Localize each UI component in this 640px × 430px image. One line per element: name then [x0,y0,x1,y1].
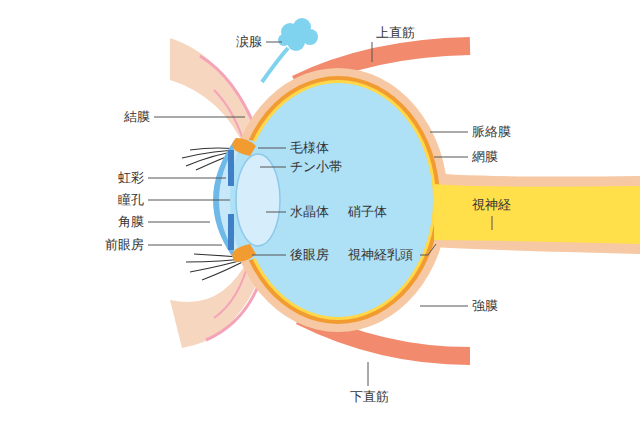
nerve-sheath [420,172,640,254]
part-label: 結膜 [124,109,150,125]
part-label: 視神経 [472,197,511,213]
optic-nerve [434,184,640,244]
part-label: 虹彩 [118,170,144,186]
part-label: 瞳孔 [118,192,144,208]
part-label: 後眼房 [290,247,329,263]
part-label: 下直筋 [350,389,389,405]
part-label: 視神経乳頭 [348,247,413,263]
part-label: 脈絡膜 [472,124,511,140]
part-label: 網膜 [472,149,498,165]
part-label: 硝子体 [348,204,387,220]
part-label: 上直筋 [376,25,415,41]
part-label: 前眼房 [105,237,144,253]
part-label: 水晶体 [290,204,329,220]
leader-lines [148,42,492,386]
part-label: 涙腺 [236,34,262,50]
part-label: 強膜 [472,298,498,314]
part-label: 毛様体 [290,140,329,156]
part-label: 角膜 [118,214,144,230]
part-label: チン小帯 [290,159,342,175]
eyeball [228,68,448,332]
